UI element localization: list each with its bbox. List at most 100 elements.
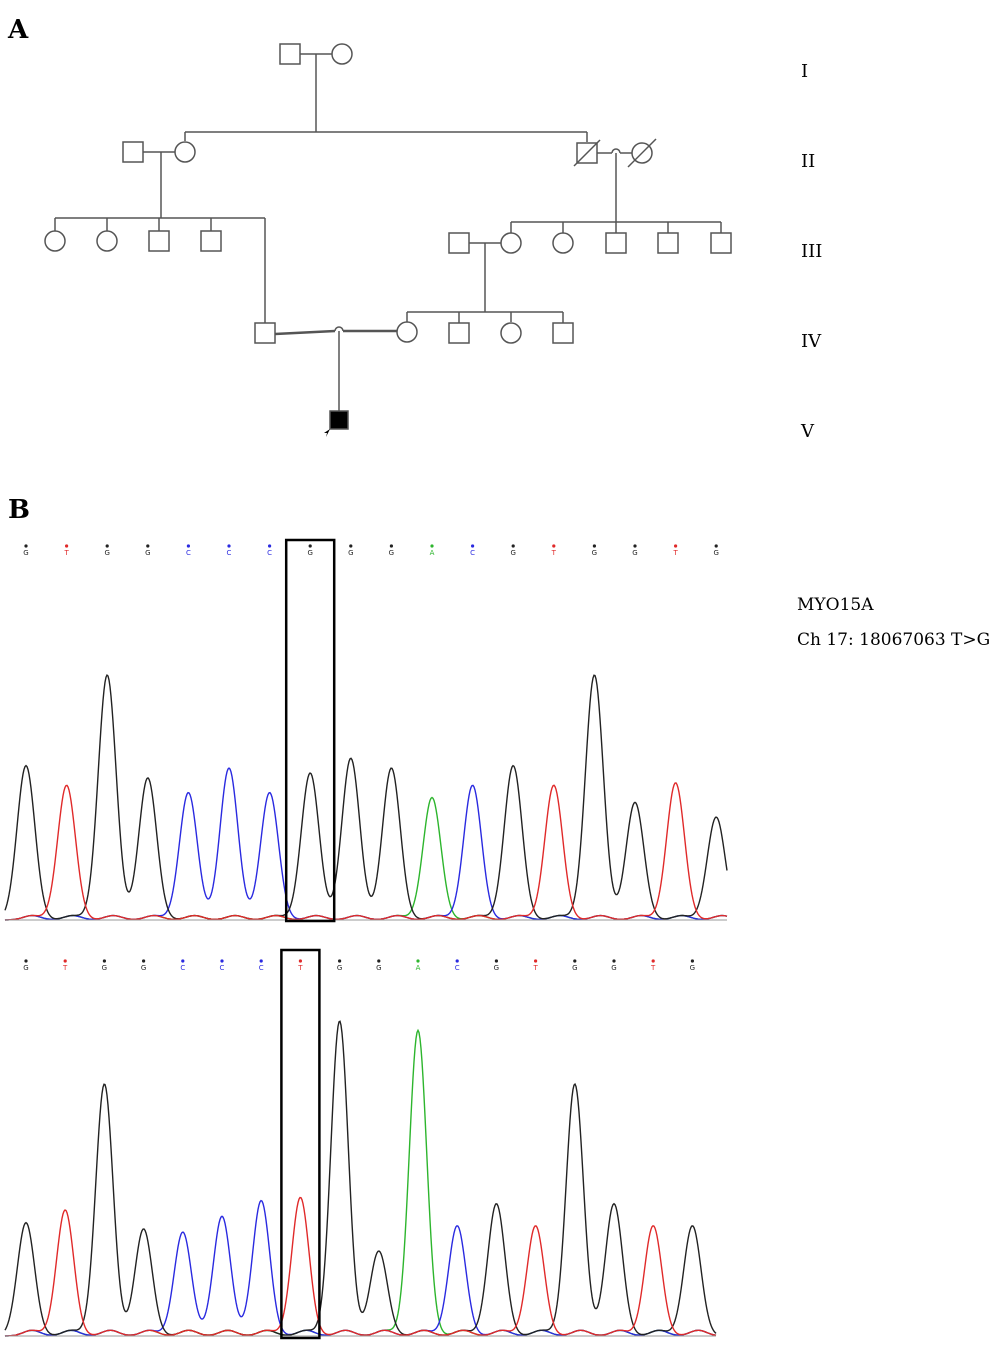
base-marker-dot xyxy=(389,544,393,548)
base-call-letter: C xyxy=(227,549,232,557)
base-marker-dot xyxy=(63,959,67,963)
base-call-letter: T xyxy=(297,964,303,972)
base-call-letter: G xyxy=(494,964,499,972)
trace-t xyxy=(4,782,728,921)
base-marker-dot xyxy=(471,544,475,548)
base-call-letter: T xyxy=(62,964,68,972)
pedigree-female-III-6 xyxy=(500,232,522,254)
base-marker-dot xyxy=(268,544,272,548)
generation-label-4: IV xyxy=(801,331,822,352)
pedigree-male-III-9 xyxy=(657,232,679,254)
base-call-letter: C xyxy=(259,964,264,972)
base-call-letter: G xyxy=(592,549,597,557)
base-call-letter: C xyxy=(180,964,185,972)
base-marker-dot xyxy=(573,959,577,963)
pedigree-male-II-1 xyxy=(122,141,144,163)
trace-t xyxy=(4,1196,717,1337)
base-call-letter: G xyxy=(102,964,107,972)
trace-g xyxy=(4,673,728,920)
variant-label: Ch 17: 18067063 T>G xyxy=(797,630,990,650)
variant-highlight-box xyxy=(284,538,336,923)
pedigree-female-II-2 xyxy=(174,141,196,163)
base-marker-dot xyxy=(186,544,190,548)
base-marker-dot xyxy=(416,959,420,963)
base-marker-dot xyxy=(349,544,353,548)
generation-label-3: III xyxy=(801,241,822,262)
pedigree-male-III-10 xyxy=(710,232,732,254)
base-marker-dot xyxy=(338,959,342,963)
base-call-letter: A xyxy=(416,964,421,972)
base-call-letter: T xyxy=(532,964,538,972)
base-call-letter: C xyxy=(186,549,191,557)
base-call-letter: A xyxy=(430,549,435,557)
base-call-letter: G xyxy=(23,549,28,557)
base-call-letter: G xyxy=(145,549,150,557)
generation-label-1: I xyxy=(801,61,808,82)
base-marker-dot xyxy=(24,959,28,963)
base-marker-dot xyxy=(552,544,556,548)
pedigree-female-III-7 xyxy=(552,232,574,254)
base-call-letter: T xyxy=(672,549,678,557)
pedigree-female-IV-4 xyxy=(500,322,522,344)
base-call-letter: G xyxy=(510,549,515,557)
proband-arrow-icon xyxy=(324,429,330,437)
base-call-letter: C xyxy=(455,964,460,972)
pedigree-male-III-4 xyxy=(200,230,222,252)
base-call-letter: G xyxy=(713,549,718,557)
base-marker-dot xyxy=(430,544,434,548)
pedigree-male-IV-5 xyxy=(552,322,574,344)
base-call-letter: G xyxy=(376,964,381,972)
base-marker-dot xyxy=(65,544,69,548)
pedigree-male-IV-1 xyxy=(254,322,276,344)
base-marker-dot xyxy=(651,959,655,963)
base-marker-dot xyxy=(377,959,381,963)
trace-a xyxy=(4,796,728,921)
base-marker-dot xyxy=(24,544,28,548)
base-call-letter: T xyxy=(551,549,557,557)
base-call-letter: G xyxy=(23,964,28,972)
pedigree-female-deceased-II-4 xyxy=(627,138,657,168)
variant-highlight-box xyxy=(280,948,321,1340)
base-call-letter: C xyxy=(220,964,225,972)
trace-a xyxy=(4,1028,717,1337)
base-call-letter: G xyxy=(141,964,146,972)
pedigree-male-III-3 xyxy=(148,230,170,252)
base-marker-dot xyxy=(494,959,498,963)
pedigree-lines xyxy=(54,53,722,411)
base-call-letter: G xyxy=(632,549,637,557)
pedigree-male-III-8 xyxy=(605,232,627,254)
base-marker-dot xyxy=(220,959,224,963)
base-call-letter: G xyxy=(337,964,342,972)
base-marker-dot xyxy=(142,959,146,963)
generation-label-2: II xyxy=(801,151,815,172)
pedigree-female-III-2 xyxy=(96,230,118,252)
panel-label-b: B xyxy=(8,495,30,525)
base-call-letter: G xyxy=(348,549,353,557)
pedigree-male-I-1 xyxy=(279,43,301,65)
pedigree-male-deceased-II-3 xyxy=(573,139,601,167)
base-marker-dot xyxy=(612,959,616,963)
base-marker-dot xyxy=(181,959,185,963)
base-marker-dot xyxy=(105,544,109,548)
base-marker-dot xyxy=(690,959,695,963)
base-marker-dot xyxy=(511,544,515,548)
base-marker-dot xyxy=(298,959,302,963)
pedigree-male-IV-3 xyxy=(448,322,470,344)
base-marker-dot xyxy=(534,959,538,963)
pedigree-proband-affected-male-V-1 xyxy=(329,410,349,430)
base-call-letter: G xyxy=(307,549,312,557)
generation-label-5: V xyxy=(800,421,815,442)
base-call-letter: G xyxy=(389,549,394,557)
base-marker-dot xyxy=(633,544,637,548)
base-call-letter: C xyxy=(470,549,475,557)
pedigree xyxy=(44,43,732,437)
trace-c xyxy=(4,767,728,921)
base-call-letter: G xyxy=(104,549,109,557)
base-marker-dot xyxy=(592,544,597,548)
base-marker-dot xyxy=(259,959,263,963)
base-call-letter: C xyxy=(267,549,272,557)
pedigree-male-III-5 xyxy=(448,232,470,254)
